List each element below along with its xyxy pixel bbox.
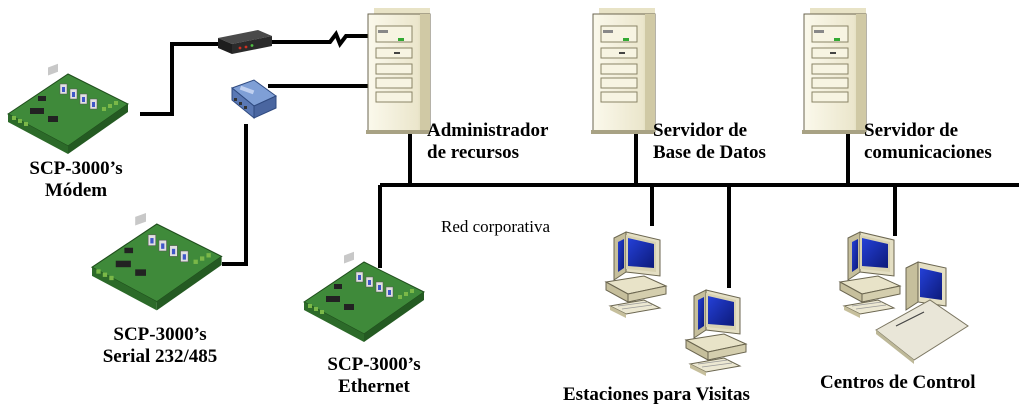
scp-serial-board	[91, 212, 223, 311]
db-server-tower	[590, 7, 656, 135]
label-scp-modem: SCP-3000’s Módem	[4, 158, 148, 202]
serial-converter	[231, 79, 277, 120]
label-comm-line1: Servidor de	[864, 120, 959, 141]
label-db-server: Servidor de Base de Datos	[653, 120, 766, 164]
comm-server-tower	[801, 7, 867, 135]
visit-station-1	[605, 231, 667, 319]
scp-ethernet-board	[303, 251, 425, 343]
label-admin-line1: Administrador	[427, 120, 549, 141]
modem-board-link	[140, 42, 218, 116]
label-db-line1: Servidor de	[653, 120, 748, 141]
label-comm-server: Servidor de comunicaciones	[864, 120, 992, 164]
label-admin-line2: de recursos	[427, 142, 519, 163]
label-scp-ethernet-line1: SCP-3000’s	[327, 354, 421, 375]
label-scp-modem-line1: SCP-3000’s	[29, 158, 123, 179]
label-scp-serial-line2: Serial 232/485	[102, 346, 218, 367]
label-network: Red corporativa	[441, 217, 551, 236]
modem-device	[218, 30, 272, 54]
label-admin-server: Administrador de recursos	[427, 120, 548, 164]
label-comm-line2: comunicaciones	[864, 142, 992, 163]
visit-station-2	[685, 289, 747, 377]
label-scp-serial-line1: SCP-3000’s	[113, 324, 207, 345]
label-scp-ethernet: SCP-3000’s Ethernet	[294, 354, 454, 398]
serial-board-link	[222, 124, 248, 266]
connection-lines	[140, 29, 1019, 288]
scp-modem-board	[7, 63, 129, 155]
label-scp-serial: SCP-3000’s Serial 232/485	[68, 324, 252, 368]
label-scp-ethernet-line2: Ethernet	[338, 376, 410, 397]
label-db-line2: Base de Datos	[653, 142, 766, 163]
control-station-1	[839, 231, 901, 319]
modem-server-link	[268, 29, 375, 49]
admin-server-tower	[365, 7, 431, 135]
label-scp-modem-line2: Módem	[44, 180, 108, 201]
label-control-centers: Centros de Control	[820, 372, 976, 393]
control-station-2	[875, 261, 969, 364]
label-visit-stations: Estaciones para Visitas	[563, 384, 750, 405]
